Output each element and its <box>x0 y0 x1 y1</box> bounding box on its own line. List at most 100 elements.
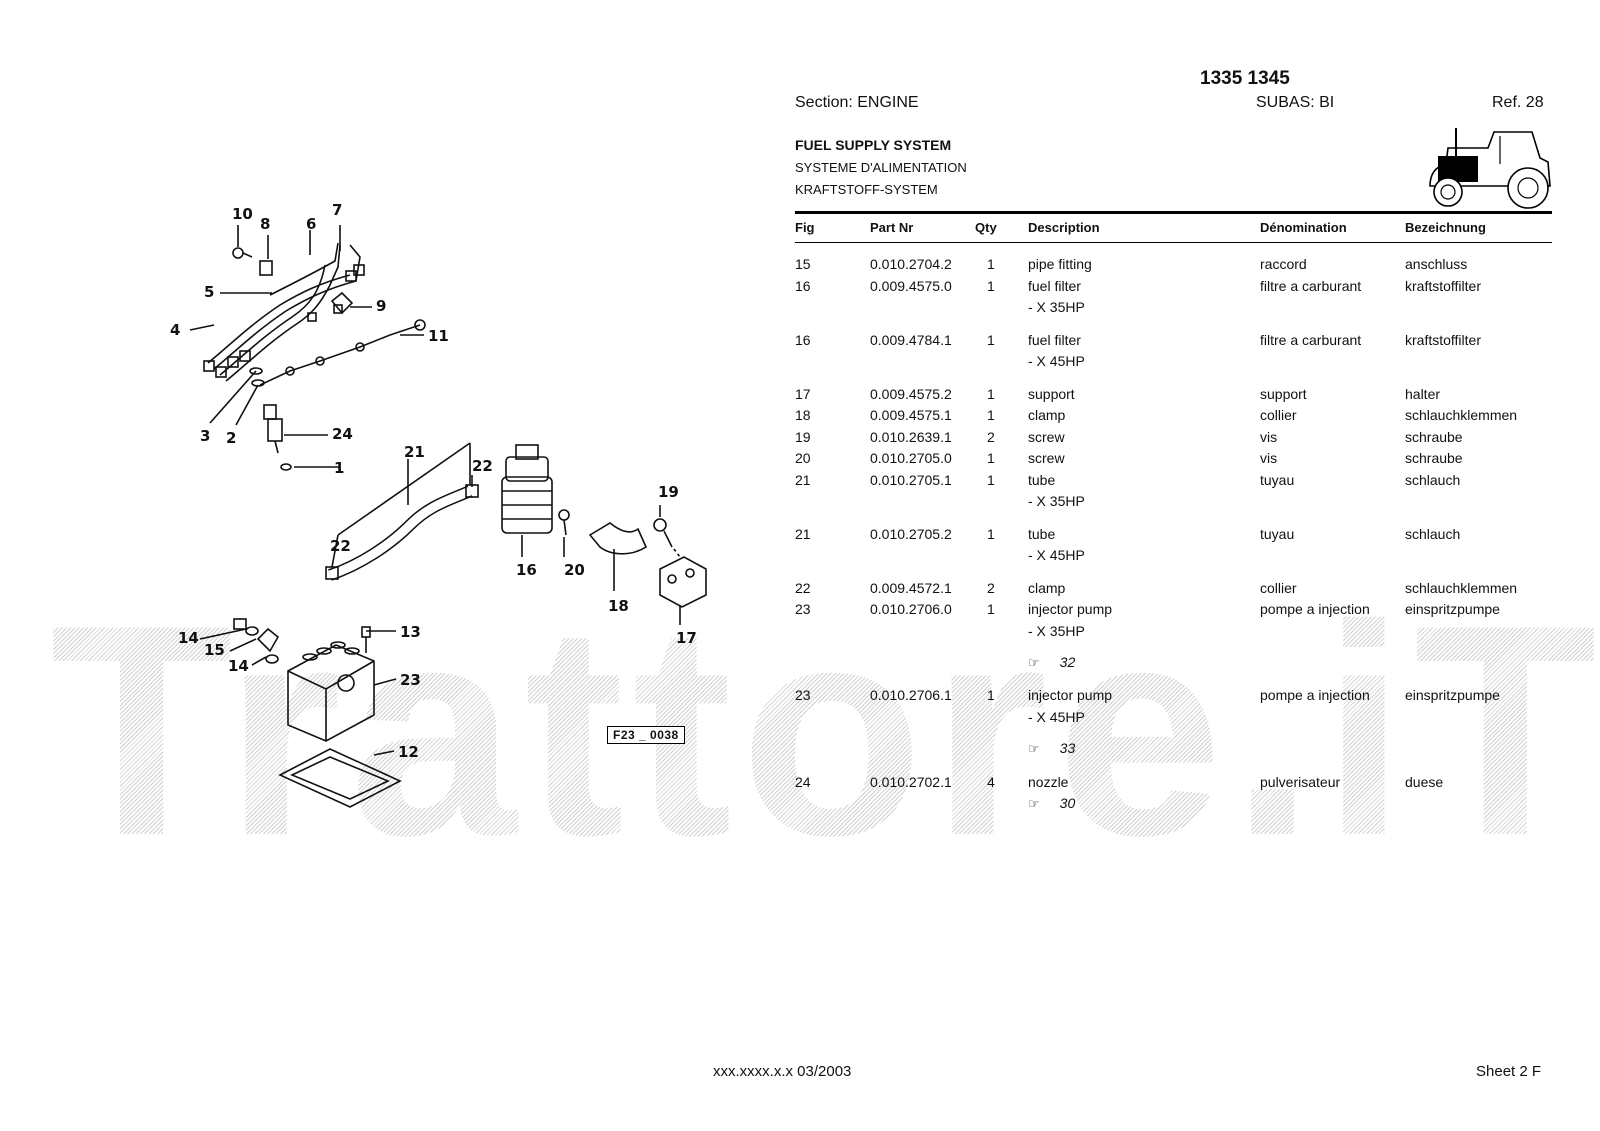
cell-description: clamp <box>1028 579 1066 596</box>
cell-bezeichnung: schlauchklemmen <box>1405 407 1518 423</box>
cell-bezeichnung: schraube <box>1405 428 1463 445</box>
cell-denomination: tuyau <box>1260 471 1295 488</box>
diagram-callout: 21 <box>404 443 425 461</box>
cell-variant: - X 45HP <box>1028 708 1085 725</box>
cell-description: nozzle <box>1028 773 1069 790</box>
cell-qty: 1 <box>987 471 995 488</box>
diagram-callout: 1 <box>334 459 344 477</box>
diagram-callout: 12 <box>398 743 419 761</box>
tractor-icon <box>1429 128 1551 209</box>
cell-fig: 16 <box>795 331 811 348</box>
cross-reference[interactable]: ☞ 33 <box>1028 740 1075 757</box>
cell-denomination: support <box>1260 385 1307 402</box>
cell-denomination: pulverisateur <box>1260 773 1341 790</box>
cell-fig: 18 <box>795 407 811 423</box>
cell-bezeichnung: schlauch <box>1405 471 1461 488</box>
table-rule-top <box>795 211 1552 214</box>
diagram-callout: 14 <box>178 629 199 647</box>
cell-variant: - X 35HP <box>1028 299 1085 315</box>
cell-bezeichnung: halter <box>1405 385 1441 402</box>
cell-part-number: 0.010.2705.1 <box>870 471 952 488</box>
cell-part-number: 0.010.2706.0 <box>870 601 952 617</box>
cell-denomination: filtre a carburant <box>1260 331 1362 348</box>
cell-fig: 22 <box>795 579 811 596</box>
diagram-callout: 8 <box>260 215 270 233</box>
cell-part-number: 0.009.4575.1 <box>870 407 952 423</box>
pointing-hand-icon: ☞ <box>1028 655 1040 670</box>
cell-description: injector pump <box>1028 687 1113 704</box>
cell-part-number: 0.009.4575.0 <box>870 277 952 294</box>
col-header-bezeichnung: Bezeichnung <box>1405 220 1486 235</box>
cross-reference-page: 32 <box>1059 654 1076 670</box>
cell-description: screw <box>1028 428 1065 445</box>
cell-fig: 21 <box>795 471 811 488</box>
cell-variant: - X 35HP <box>1028 493 1085 509</box>
title-german: KRAFTSTOFF-SYSTEM <box>795 182 938 197</box>
diagram-callout: 3 <box>200 427 210 445</box>
cell-description: injector pump <box>1028 601 1113 617</box>
cell-part-number: 0.010.2639.1 <box>870 428 952 445</box>
diagram-callout: 13 <box>400 623 421 641</box>
diagram-callout: 18 <box>608 597 629 615</box>
col-header-denomination: Dénomination <box>1260 220 1347 235</box>
diagram-callout: 5 <box>204 283 214 301</box>
cell-bezeichnung: schraube <box>1405 450 1463 466</box>
cell-bezeichnung: einspritzpumpe <box>1405 687 1500 704</box>
cell-qty: 2 <box>987 579 995 596</box>
cell-qty: 1 <box>987 601 995 617</box>
model-number: 1335 1345 <box>1200 68 1290 89</box>
cell-denomination: collier <box>1260 407 1297 423</box>
pointing-hand-icon: ☞ <box>1028 796 1040 811</box>
title-french: SYSTEME D'ALIMENTATION <box>795 160 967 175</box>
cell-part-number: 0.010.2705.2 <box>870 525 952 542</box>
pointing-hand-icon: ☞ <box>1028 741 1040 757</box>
cell-qty: 4 <box>987 773 995 790</box>
watermark: Trattore.iT <box>50 580 1600 880</box>
cell-denomination: collier <box>1260 579 1297 596</box>
cell-variant: - X 35HP <box>1028 622 1085 639</box>
cell-denomination: tuyau <box>1260 525 1295 542</box>
cell-denomination: vis <box>1260 428 1278 445</box>
cell-fig: 20 <box>795 450 811 466</box>
cell-fig: 23 <box>795 687 811 704</box>
cell-fig: 21 <box>795 525 811 542</box>
cell-part-number: 0.010.2705.0 <box>870 450 952 466</box>
cross-reference-page: 33 <box>1059 740 1076 757</box>
cross-reference[interactable]: ☞ 32 <box>1028 654 1075 671</box>
cell-qty: 1 <box>987 687 995 704</box>
cell-description: tube <box>1028 471 1056 488</box>
cell-bezeichnung: schlauch <box>1405 525 1461 542</box>
cell-bezeichnung: duese <box>1405 773 1444 790</box>
cross-reference-page: 30 <box>1059 795 1076 811</box>
cell-qty: 2 <box>987 428 995 445</box>
cell-variant: - X 45HP <box>1028 353 1085 369</box>
cell-fig: 19 <box>795 428 811 445</box>
cell-part-number: 0.010.2702.1 <box>870 773 952 790</box>
cell-part-number: 0.010.2706.1 <box>870 687 952 704</box>
diagram-callout: 23 <box>400 671 421 689</box>
col-header-part: Part Nr <box>870 220 914 235</box>
cell-variant: - X 45HP <box>1028 547 1085 563</box>
cell-bezeichnung: kraftstoffilter <box>1405 277 1481 294</box>
cell-part-number: 0.009.4572.1 <box>870 579 952 596</box>
cell-fig: 23 <box>795 601 811 617</box>
diagram-callout: 20 <box>564 561 585 579</box>
cell-qty: 1 <box>987 450 995 466</box>
cell-denomination: vis <box>1260 450 1278 466</box>
col-header-description: Description <box>1028 220 1100 235</box>
cell-description: screw <box>1028 450 1065 466</box>
cell-description: fuel filter <box>1028 277 1081 294</box>
cross-reference[interactable]: ☞ 30 <box>1028 795 1075 812</box>
title-english: FUEL SUPPLY SYSTEM <box>795 137 952 153</box>
cell-denomination: pompe a injection <box>1260 687 1370 704</box>
cell-fig: 24 <box>795 773 811 790</box>
col-header-qty: Qty <box>975 220 997 235</box>
cell-denomination: pompe a injection <box>1260 601 1370 617</box>
footer-sheet: Sheet 2 F <box>1476 1063 1542 1080</box>
cell-part-number: 0.010.2704.2 <box>870 256 952 272</box>
diagram-callout: 9 <box>376 297 386 315</box>
section-label: Section: ENGINE <box>795 94 919 111</box>
cell-qty: 1 <box>987 407 995 423</box>
diagram-callout: 22 <box>330 537 351 555</box>
